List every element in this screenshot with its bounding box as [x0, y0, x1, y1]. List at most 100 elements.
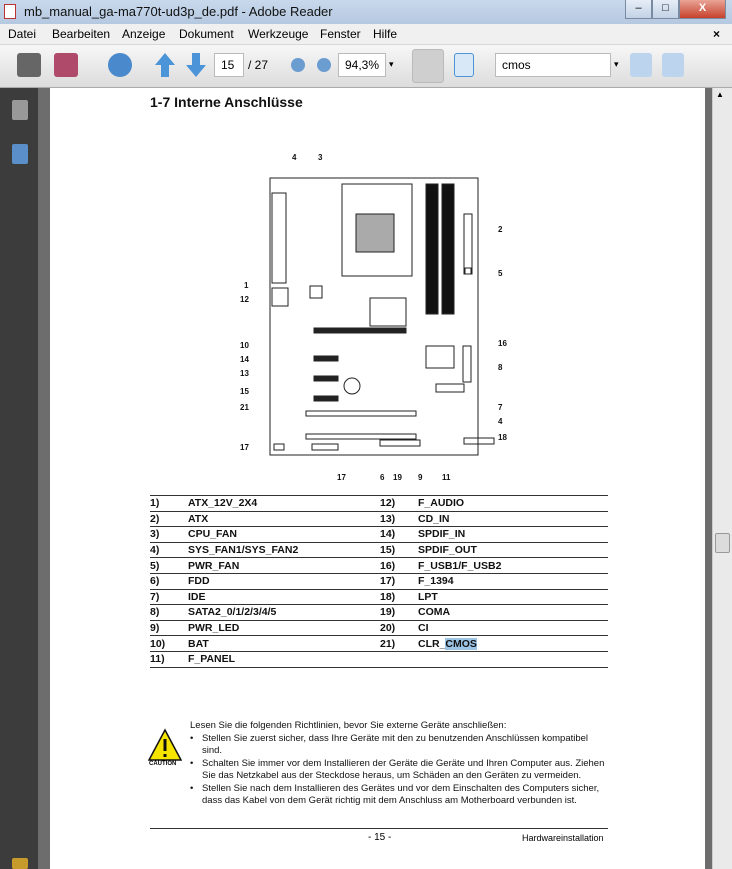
next-page-icon[interactable]: [186, 53, 206, 77]
table-cell: PWR_FAN: [188, 557, 380, 574]
note-item: Schalten Sie immer vor dem Installieren …: [190, 758, 610, 783]
fit-width-icon[interactable]: [412, 49, 444, 83]
search-input[interactable]: cmos: [495, 53, 611, 77]
menu-anzeige[interactable]: Anzeige: [122, 27, 166, 41]
pcie-slot: [313, 327, 407, 334]
table-cell: 3): [150, 526, 188, 543]
callout-9: 9: [418, 473, 423, 482]
page-number-input[interactable]: 15: [214, 53, 244, 77]
callout-7: 8: [498, 363, 503, 372]
table-cell: F_USB1/F_USB2: [418, 557, 608, 574]
scroll-thumb[interactable]: [715, 533, 730, 553]
table-cell: SPDIF_OUT: [418, 542, 608, 559]
callout-14: 14: [240, 355, 249, 364]
callout-21: 21: [240, 403, 249, 412]
table-cell: 1): [150, 495, 188, 512]
search-highlight: CMOS: [445, 637, 477, 650]
note-item: Stellen Sie zuerst sicher, dass Ihre Ger…: [190, 733, 610, 758]
title-bar: mb_manual_ga-ma770t-ud3p_de.pdf - Adobe …: [0, 0, 732, 24]
pages-icon[interactable]: [12, 100, 28, 120]
table-cell: CI: [418, 620, 608, 637]
table-cell: 5): [150, 557, 188, 574]
zoom-in-icon[interactable]: [317, 58, 331, 72]
callout-13: 13: [240, 369, 249, 378]
table-cell: F_1394: [418, 573, 608, 590]
note-item: Stellen Sie nach dem Installieren des Ge…: [190, 783, 610, 808]
table-cell: 20): [380, 620, 418, 637]
scroll-up-icon[interactable]: ▲: [716, 90, 724, 99]
menu-fenster[interactable]: Fenster: [320, 27, 361, 41]
caution-label: CAUTION: [149, 761, 177, 767]
table-cell: FDD: [188, 573, 380, 590]
attachment-icon[interactable]: [12, 858, 28, 869]
close-document-button[interactable]: ×: [713, 27, 721, 41]
table-cell: 2): [150, 511, 188, 528]
page-total: / 27: [248, 58, 269, 72]
footer-section: Hardwareinstallation: [522, 833, 604, 843]
callout-10: 10: [240, 341, 249, 350]
print-icon[interactable]: [17, 53, 41, 77]
menu-dokument[interactable]: Dokument: [179, 27, 234, 41]
menu-werkzeuge[interactable]: Werkzeuge: [248, 27, 309, 41]
menu-datei[interactable]: Datei: [8, 27, 37, 41]
pdf-page: 1-7 Interne Anschlüsse 4 3 2 5 1 12 10 1…: [50, 88, 705, 869]
share-icon[interactable]: [54, 53, 78, 77]
menu-hilfe[interactable]: Hilfe: [373, 27, 398, 41]
dimm-slot: [425, 183, 439, 315]
motherboard-diagram: 4 3 2 5 1 12 10 14 13 15 21 17 16 8 7 4 …: [240, 153, 507, 482]
table-cell: 12): [380, 495, 418, 512]
caution-icon: [148, 728, 182, 761]
collaborate-icon[interactable]: [108, 53, 132, 77]
menu-bearbeiten[interactable]: Bearbeiten: [52, 27, 111, 41]
find-next-icon[interactable]: [662, 53, 684, 77]
table-cell: 7): [150, 589, 188, 606]
table-cell: PWR_LED: [188, 620, 380, 637]
table-cell: 17): [380, 573, 418, 590]
maximize-button[interactable]: □: [652, 0, 679, 19]
table-cell: F_AUDIO: [418, 495, 608, 512]
table-cell: CLR_CMOS: [418, 635, 608, 652]
callout-12: 12: [240, 295, 249, 304]
callout-4b: 4: [498, 417, 503, 426]
minimize-button[interactable]: –: [625, 0, 652, 19]
table-cell: IDE: [188, 589, 380, 606]
callout-15: 15: [240, 387, 249, 396]
table-cell: CD_IN: [418, 511, 608, 528]
previous-page-icon[interactable]: [155, 53, 175, 77]
table-cell: 8): [150, 604, 188, 621]
table-cell: 13): [380, 511, 418, 528]
fit-page-icon[interactable]: [454, 53, 474, 77]
table-cell: 10): [150, 635, 188, 652]
callout-19: 18: [498, 433, 507, 442]
table-cell: 4): [150, 542, 188, 559]
table-cell: BAT: [188, 635, 380, 652]
callout-3: 3: [318, 153, 323, 162]
pdf-icon: [4, 4, 16, 19]
caution-note: Lesen Sie die folgenden Richtlinien, bev…: [190, 720, 610, 808]
footer-rule: [150, 828, 608, 829]
callout-2: 2: [498, 225, 503, 234]
ide-connector: [462, 345, 472, 383]
navigation-panel: [0, 88, 38, 869]
zoom-dropdown-icon[interactable]: ▾: [389, 59, 394, 69]
find-previous-icon[interactable]: [630, 53, 652, 77]
zoom-out-icon[interactable]: [291, 58, 305, 72]
table-cell: 9): [150, 620, 188, 637]
vertical-scrollbar[interactable]: ▲: [712, 88, 732, 869]
callout-18: 17: [337, 473, 346, 482]
table-cell: COMA: [418, 604, 608, 621]
search-dropdown-icon[interactable]: ▾: [614, 59, 619, 69]
table-cell: F_PANEL: [188, 651, 380, 668]
table-cell: 21): [380, 635, 418, 652]
atx-connector: [463, 213, 473, 275]
close-button[interactable]: X: [679, 0, 726, 19]
callout-11: 11: [442, 473, 451, 482]
zoom-input[interactable]: 94,3%: [338, 53, 386, 77]
bookmarks-icon[interactable]: [12, 144, 28, 164]
